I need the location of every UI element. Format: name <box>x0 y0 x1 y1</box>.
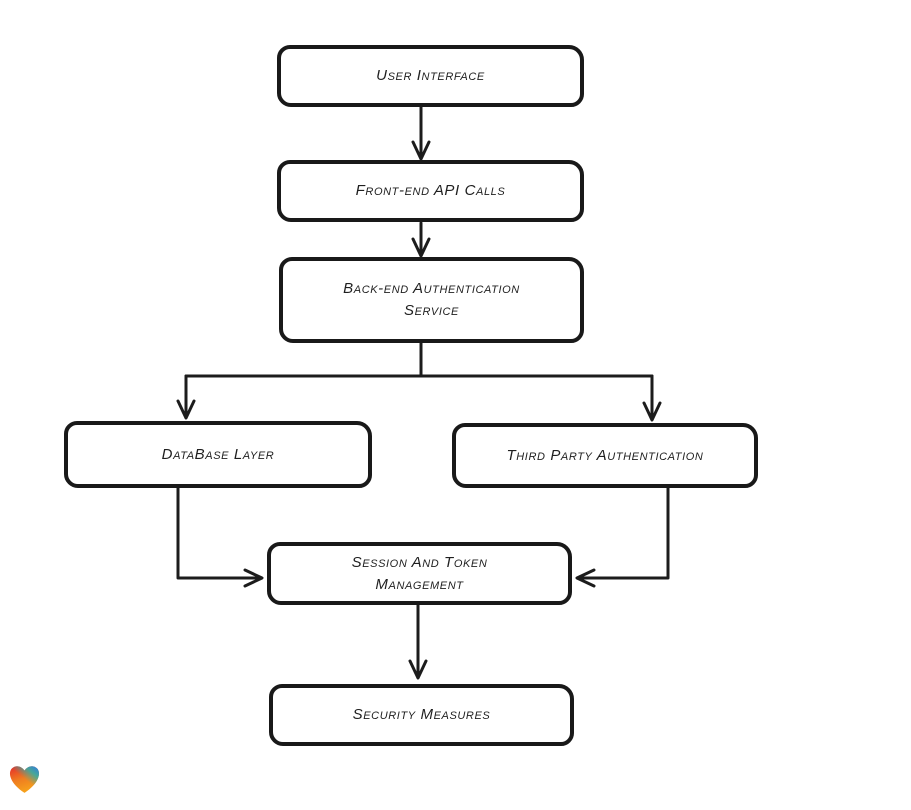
node-security-measures[interactable]: Security Measures <box>269 684 574 746</box>
edge-ui-to-frontend <box>411 105 431 161</box>
node-database-layer[interactable]: DataBase Layer <box>64 421 372 488</box>
gradient-heart-icon <box>9 766 40 793</box>
node-user-interface[interactable]: User Interface <box>277 45 584 107</box>
node-back-end-authentication-service[interactable]: Back-end Authentication Service <box>279 257 584 343</box>
node-security-measures-label: Security Measures <box>352 706 491 724</box>
eraser-heart-logo[interactable] <box>7 762 42 795</box>
node-third-party-authentication-label: Third Party Authentication <box>506 446 704 464</box>
node-session-and-token-management-label: Session And Token Management <box>351 553 488 593</box>
edge-session-to-security <box>408 602 428 680</box>
node-session-and-token-management[interactable]: Session And Token Management <box>267 542 572 605</box>
node-database-layer-label: DataBase Layer <box>161 445 275 463</box>
node-user-interface-label: User Interface <box>376 67 485 85</box>
node-front-end-api-calls-label: Front-end API Calls <box>355 182 506 200</box>
edge-backend-branch <box>184 340 654 378</box>
edge-backend-to-database <box>176 374 196 420</box>
edge-backend-to-thirdparty <box>642 374 662 422</box>
node-third-party-authentication[interactable]: Third Party Authentication <box>452 423 758 488</box>
edge-frontend-to-backend <box>411 221 431 258</box>
node-back-end-authentication-service-label: Back-end Authentication Service <box>343 280 520 319</box>
node-front-end-api-calls[interactable]: Front-end API Calls <box>277 160 584 222</box>
edge-thirdparty-to-session <box>575 485 670 588</box>
edge-database-to-session <box>176 485 264 588</box>
